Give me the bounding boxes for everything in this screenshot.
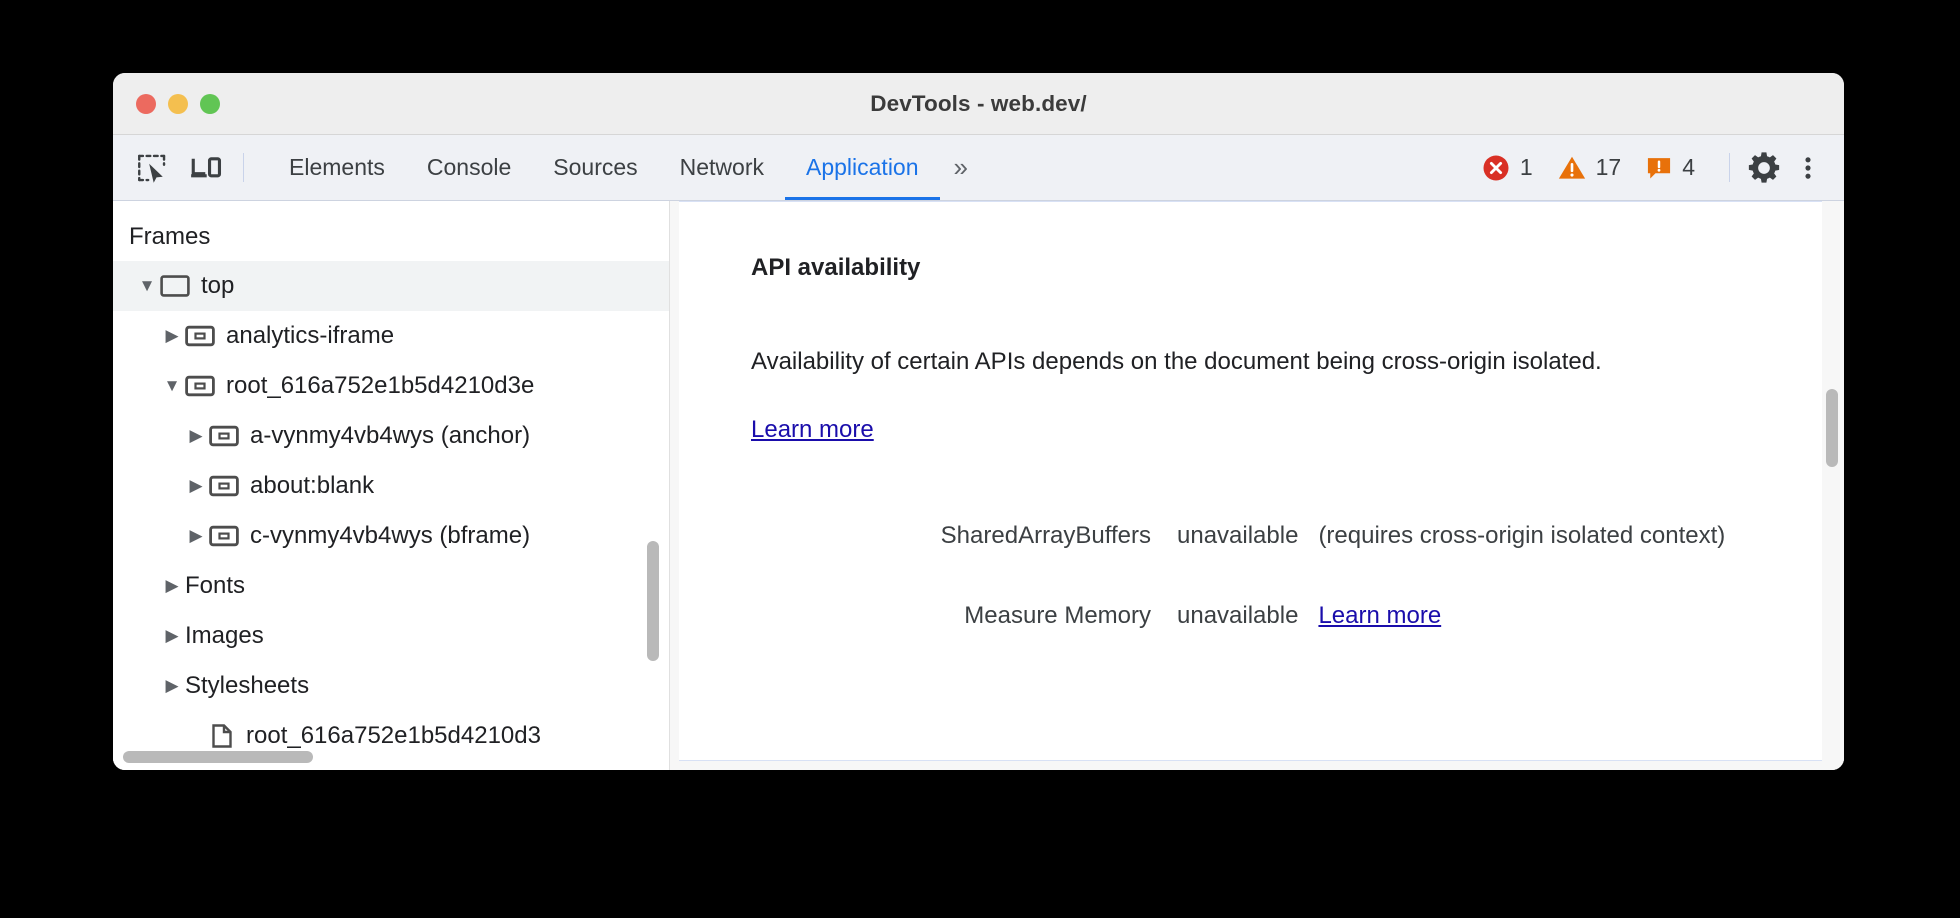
issue-count: 4 xyxy=(1682,154,1695,180)
tree-item-label: about:blank xyxy=(250,472,375,499)
frame-icon xyxy=(160,274,190,298)
tree-item-label: Stylesheets xyxy=(185,672,310,699)
tree-item-label: Images xyxy=(185,622,264,649)
toolbar-divider-right xyxy=(1729,153,1730,182)
tree-item-label: a-vynmy4vb4wys (anchor) xyxy=(250,422,531,449)
iframe-icon xyxy=(185,324,215,348)
chevron-right-icon[interactable]: ▶ xyxy=(165,676,179,695)
close-window-button[interactable] xyxy=(136,93,156,114)
tree-item-fonts[interactable]: ▶ Fonts xyxy=(113,561,669,611)
iframe-icon xyxy=(209,424,239,448)
traffic-light-group xyxy=(136,93,220,114)
tab-console[interactable]: Console xyxy=(426,154,512,180)
window-titlebar: DevTools - web.dev/ xyxy=(113,73,1844,135)
toolbar-right-group: 1 17 xyxy=(1481,135,1844,200)
section-title-api-availability: API availability xyxy=(751,254,921,281)
frame-details-card: API availability Availability of certain… xyxy=(679,201,1822,761)
tree-item-label: Fonts xyxy=(185,572,246,599)
api-availability-table: SharedArrayBuffers unavailable (requires… xyxy=(751,504,1726,664)
tree-item-label: root_616a752e1b5d4210d3e xyxy=(226,372,535,399)
warning-counter[interactable]: 17 xyxy=(1557,153,1622,183)
inspect-element-icon[interactable] xyxy=(125,135,179,200)
tree-item-analytics-iframe[interactable]: ▶ analytics-iframe xyxy=(113,311,669,361)
window-title: DevTools - web.dev/ xyxy=(870,90,1087,116)
row-status-shared-array-buffers: unavailable xyxy=(1177,522,1299,549)
tree-item-anchor-frame[interactable]: ▶ a-vynmy4vb4wys (anchor) xyxy=(113,411,669,461)
iframe-icon xyxy=(209,474,239,498)
frames-tree: ▼ top ▶ xyxy=(113,261,669,761)
tree-item-label: c-vynmy4vb4wys (bframe) xyxy=(250,522,531,549)
description-text: Availability of certain APIs depends on … xyxy=(751,348,1602,375)
content-vertical-scrollbar[interactable] xyxy=(1826,389,1838,467)
minimize-window-button[interactable] xyxy=(168,93,188,114)
device-toolbar-icon[interactable] xyxy=(179,135,233,200)
tree-item-top[interactable]: ▼ top xyxy=(113,261,669,311)
iframe-icon xyxy=(209,524,239,548)
devtools-toolbar: Elements Console Sources Network Applica… xyxy=(113,135,1844,201)
issue-counter[interactable]: 4 xyxy=(1645,154,1695,182)
sidebar-horizontal-scrollbar[interactable] xyxy=(123,751,313,763)
toolbar-divider xyxy=(243,153,244,182)
warning-icon xyxy=(1557,153,1587,183)
error-count: 1 xyxy=(1519,154,1533,180)
chevron-down-icon[interactable]: ▼ xyxy=(138,276,156,295)
chevron-right-icon[interactable]: ▶ xyxy=(165,576,179,595)
description-learn-more-link[interactable]: Learn more xyxy=(751,416,874,443)
iframe-icon xyxy=(185,374,215,398)
api-availability-description: Availability of certain APIs depends on … xyxy=(751,328,1661,464)
chevron-right-icon[interactable]: ▶ xyxy=(165,326,179,345)
tree-item-stylesheets[interactable]: ▶ Stylesheets xyxy=(113,661,669,711)
chevron-right-icon[interactable]: ▶ xyxy=(189,426,203,445)
kebab-menu-icon[interactable] xyxy=(1788,153,1828,183)
row-status-measure-memory: unavailable xyxy=(1177,602,1299,629)
table-row: SharedArrayBuffers unavailable (requires… xyxy=(751,504,1726,584)
tree-item-label: top xyxy=(201,272,235,299)
devtools-body: Frames ▼ top ▶ xyxy=(113,201,1844,770)
error-counter[interactable]: 1 xyxy=(1481,153,1533,183)
tree-item-label: analytics-iframe xyxy=(226,322,395,349)
row-note-measure-memory: Learn more xyxy=(1318,584,1725,664)
chevron-right-icon[interactable]: ▶ xyxy=(189,526,203,545)
tree-item-bframe[interactable]: ▶ c-vynmy4vb4wys (bframe) xyxy=(113,511,669,561)
zoom-window-button[interactable] xyxy=(200,93,220,114)
application-content-panel: API availability Availability of certain… xyxy=(670,201,1844,770)
tree-item-about-blank[interactable]: ▶ about:blank xyxy=(113,461,669,511)
tab-elements[interactable]: Elements xyxy=(289,154,385,180)
sidebar-vertical-scrollbar[interactable] xyxy=(647,541,659,661)
row-label-measure-memory: Measure Memory xyxy=(964,602,1151,629)
row-label-shared-array-buffers: SharedArrayBuffers xyxy=(940,522,1151,549)
panel-tabs: Elements Console Sources Network Applica… xyxy=(268,135,982,200)
issue-icon xyxy=(1645,154,1673,182)
card-inner: API availability Availability of certain… xyxy=(679,202,1822,664)
sidebar-header-frames: Frames xyxy=(129,223,211,250)
document-icon xyxy=(209,723,235,749)
error-icon xyxy=(1481,153,1511,183)
more-tabs-chevron-icon[interactable]: » xyxy=(953,152,968,182)
warning-count: 17 xyxy=(1595,154,1622,180)
tree-item-root-document[interactable]: ▶ root_616a752e1b5d4210d3 xyxy=(113,711,669,761)
chevron-right-icon[interactable]: ▶ xyxy=(189,476,203,495)
table-row: Measure Memory unavailable Learn more xyxy=(751,584,1725,664)
row-note-shared-array-buffers: (requires cross-origin isolated context) xyxy=(1318,522,1726,549)
chevron-right-icon[interactable]: ▶ xyxy=(165,626,179,645)
tree-item-label: root_616a752e1b5d4210d3 xyxy=(246,722,541,749)
chevron-down-icon[interactable]: ▼ xyxy=(163,376,181,395)
tab-application[interactable]: Application xyxy=(785,135,940,200)
tree-item-images[interactable]: ▶ Images xyxy=(113,611,669,661)
tab-sources[interactable]: Sources xyxy=(553,154,638,180)
tab-network[interactable]: Network xyxy=(679,154,764,180)
tree-item-root-frame[interactable]: ▼ root_616a752e1b5d4210d3e xyxy=(113,361,669,411)
measure-memory-learn-more-link[interactable]: Learn more xyxy=(1318,602,1442,629)
gear-icon[interactable] xyxy=(1740,150,1788,186)
devtools-window: DevTools - web.dev/ xyxy=(113,73,1844,770)
frames-sidebar: Frames ▼ top ▶ xyxy=(113,201,670,770)
